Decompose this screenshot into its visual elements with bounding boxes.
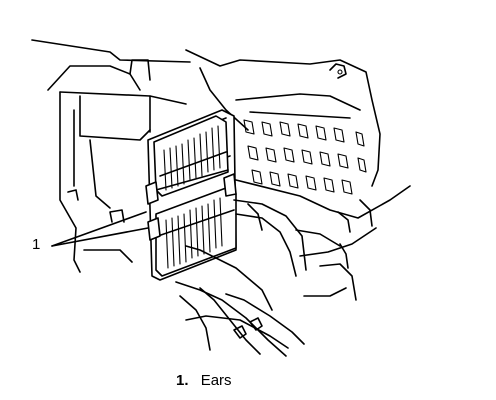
- legend-number: 1.: [176, 372, 189, 389]
- grid-cells: [243, 119, 367, 195]
- left-housing: [31, 39, 191, 273]
- upper-filter-element: [153, 115, 229, 197]
- legend: 1. Ears: [176, 372, 232, 389]
- evaporator-grid-housing: [185, 49, 411, 219]
- callout-number-1: 1: [32, 236, 41, 253]
- lower-filter-element: [155, 187, 237, 277]
- filter-ears: [145, 173, 237, 241]
- callout-leader-lines: [51, 211, 149, 247]
- lower-right-ducting: [175, 199, 377, 357]
- legend-label: Ears: [200, 372, 232, 389]
